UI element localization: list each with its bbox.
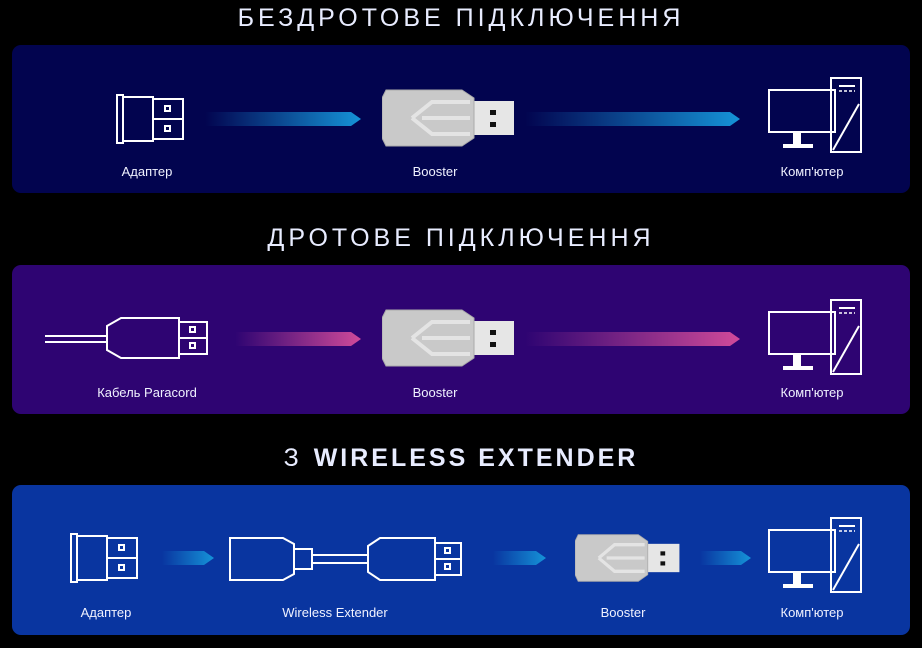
title-prefix: З bbox=[283, 444, 303, 472]
computer-icon bbox=[767, 76, 863, 154]
booster-icon bbox=[381, 308, 516, 368]
label-paracord: Кабель Paracord bbox=[97, 385, 197, 400]
adapter-icon bbox=[115, 93, 185, 145]
wireless-extender-icon bbox=[228, 536, 463, 582]
arrow-icon bbox=[493, 551, 546, 565]
arrow-icon bbox=[235, 332, 361, 346]
label-adapter: Адаптер bbox=[121, 164, 173, 179]
title-strong: WIRELESS EXTENDER bbox=[313, 444, 639, 472]
label-computer: Комп'ютер bbox=[780, 164, 844, 179]
section-title-wired: ДРОТОВЕ ПІДКЛЮЧЕННЯ bbox=[267, 224, 655, 252]
label-wireless-extender: Wireless Extender bbox=[282, 605, 388, 620]
computer-icon bbox=[767, 516, 863, 594]
adapter-icon bbox=[69, 532, 139, 584]
label-booster: Booster bbox=[412, 164, 458, 179]
paracord-cable-icon bbox=[45, 316, 210, 360]
label-computer: Комп'ютер bbox=[780, 605, 844, 620]
arrow-icon bbox=[205, 112, 361, 126]
booster-icon bbox=[574, 533, 681, 583]
arrow-icon bbox=[525, 332, 740, 346]
arrow-icon bbox=[162, 551, 214, 565]
computer-icon bbox=[767, 298, 863, 376]
label-computer: Комп'ютер bbox=[780, 385, 844, 400]
label-adapter: Адаптер bbox=[80, 605, 132, 620]
label-booster: Booster bbox=[412, 385, 458, 400]
arrow-icon bbox=[525, 112, 740, 126]
section-title-extender: З WIRELESS EXTENDER bbox=[0, 444, 922, 473]
label-booster: Booster bbox=[600, 605, 646, 620]
section-title-wireless: БЕЗДРОТОВЕ ПІДКЛЮЧЕННЯ bbox=[237, 4, 685, 32]
arrow-icon bbox=[700, 551, 751, 565]
booster-icon bbox=[381, 88, 516, 148]
